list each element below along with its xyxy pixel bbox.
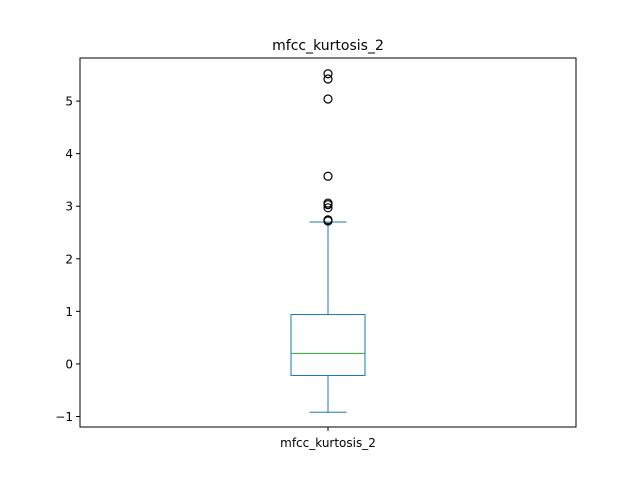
y-tick-label: 1 [65,305,73,319]
outlier-point [323,171,333,181]
y-tick-label: 2 [65,252,73,266]
y-tick-label: −1 [55,410,73,424]
y-tick-label: 0 [65,357,73,371]
y-tick-label: 5 [65,95,73,109]
chart-title: mfcc_kurtosis_2 [272,38,384,54]
x-axis: mfcc_kurtosis_2 [280,427,376,450]
outlier-point [323,74,333,84]
x-tick-label: mfcc_kurtosis_2 [280,436,376,450]
y-tick-label: 3 [65,200,73,214]
y-tick-label: 4 [65,147,73,161]
outlier-point [323,198,333,208]
outlier-point [323,94,333,104]
box-iqr [290,314,366,376]
outlier-point [323,203,333,213]
boxes [290,69,366,413]
y-axis: −1 0 1 2 3 4 5 [55,95,80,424]
outlier-point [323,69,333,79]
outlier-point [323,215,333,225]
